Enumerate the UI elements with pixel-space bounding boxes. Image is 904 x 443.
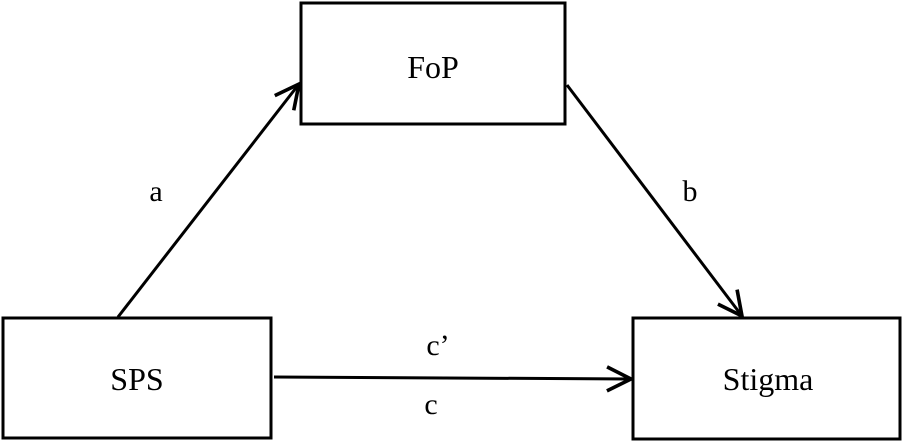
node-fop-label: FoP xyxy=(407,49,459,85)
node-stigma: Stigma xyxy=(631,316,902,441)
node-fop: FoP xyxy=(299,1,567,126)
path-b-arrow xyxy=(565,84,742,316)
node-sps: SPS xyxy=(1,316,273,440)
path-a-label: a xyxy=(149,175,162,208)
path-c-prime-label: c’ xyxy=(426,329,449,362)
path-c-arrow xyxy=(273,377,631,379)
node-stigma-label: Stigma xyxy=(723,361,814,397)
node-sps-label: SPS xyxy=(110,361,163,397)
path-b-label: b xyxy=(683,175,698,208)
node-sps-box xyxy=(1,316,273,440)
path-a-arrow xyxy=(116,84,299,318)
node-stigma-box xyxy=(631,316,902,441)
path-c-label: c xyxy=(424,388,437,421)
node-fop-box xyxy=(299,1,567,126)
